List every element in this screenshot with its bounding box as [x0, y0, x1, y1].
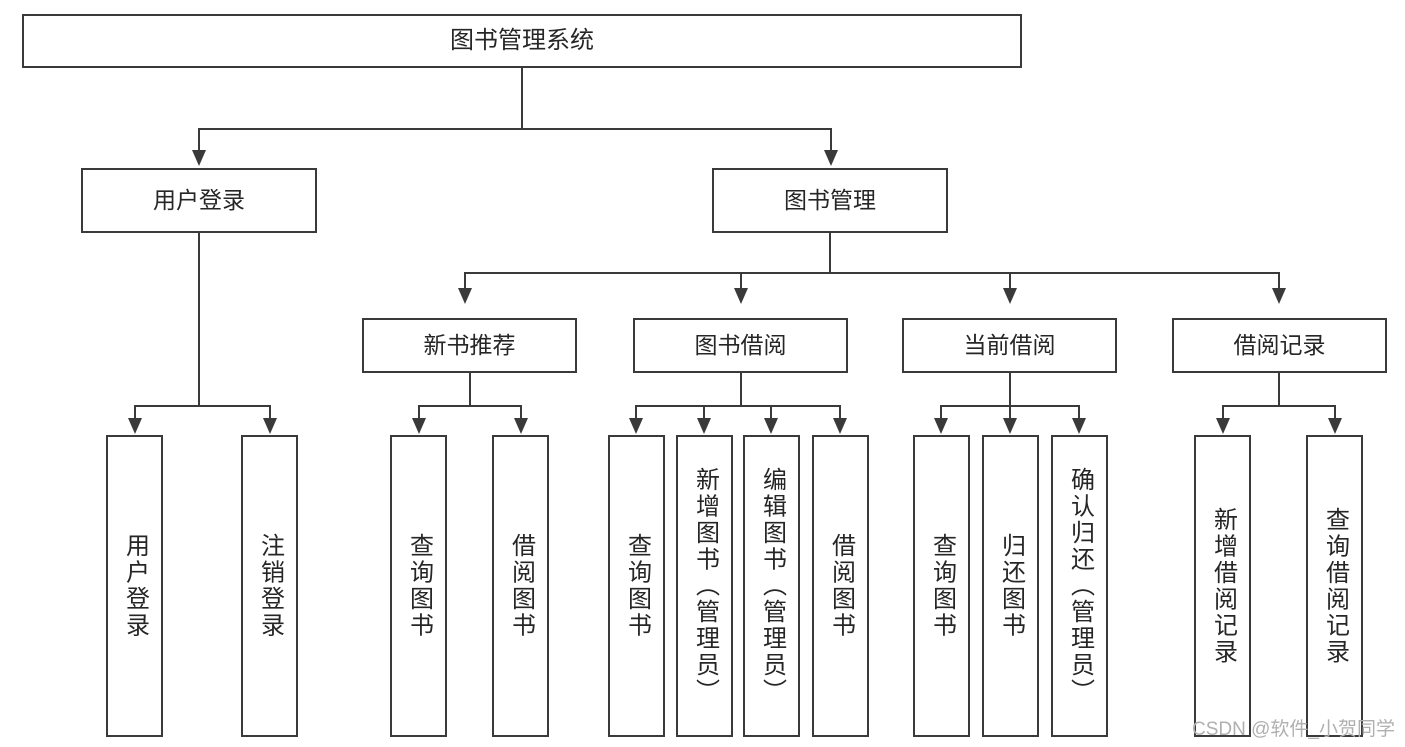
connector-new-book-drop-2: [520, 405, 522, 419]
leaf-new-book-query[interactable]: 查询图书: [390, 435, 447, 737]
node-label: 图书管理: [784, 187, 876, 214]
arrowhead-user-login-leaf-1: [128, 418, 142, 434]
connector-book-borrow-stem: [740, 373, 742, 406]
connector-to-new-book: [464, 272, 466, 289]
connector-book-borrow-bus: [635, 405, 841, 407]
arrowhead-to-book-borrow: [734, 288, 748, 304]
connector-borrow-record-bus: [1222, 405, 1336, 407]
arrowhead-book-borrow-leaf-4: [833, 418, 847, 434]
arrowhead-book-borrow-leaf-3: [764, 418, 778, 434]
arrowhead-borrow-record-leaf-1: [1216, 418, 1230, 434]
node-user-login[interactable]: 用户登录: [81, 168, 317, 233]
arrowhead-to-book-manage: [824, 150, 838, 166]
leaf-borrow-record-query[interactable]: 查询借阅记录: [1306, 435, 1363, 737]
node-label: 查询图书: [928, 533, 956, 639]
connector-user-login-drop-1: [134, 405, 136, 419]
connector-book-borrow-drop-4: [839, 405, 841, 419]
connector-book-borrow-drop-1: [635, 405, 637, 419]
arrowhead-new-book-leaf-2: [514, 418, 528, 434]
leaf-user-login-login[interactable]: 用户登录: [106, 435, 163, 737]
arrowhead-book-borrow-leaf-2: [697, 418, 711, 434]
leaf-current-borrow-return[interactable]: 归还图书: [982, 435, 1039, 737]
connector-current-borrow-stem: [1009, 373, 1011, 406]
connector-user-login-stem: [198, 233, 200, 406]
node-label: 查询图书: [623, 533, 651, 639]
node-label: 新书推荐: [423, 332, 516, 359]
connector-book-borrow-drop-3: [770, 405, 772, 419]
node-label: 确认归还（管理员）: [1066, 467, 1094, 705]
connector-to-borrow-record: [1278, 272, 1280, 289]
leaf-current-borrow-confirm[interactable]: 确认归还（管理员）: [1051, 435, 1108, 737]
leaf-book-borrow-borrow[interactable]: 借阅图书: [812, 435, 869, 737]
node-label: 查询借阅记录: [1321, 506, 1349, 666]
arrowhead-current-borrow-leaf-1: [934, 418, 948, 434]
arrowhead-book-borrow-leaf-1: [629, 418, 643, 434]
connector-current-borrow-drop-1: [940, 405, 942, 419]
node-label: 借阅记录: [1233, 332, 1326, 359]
connector-current-borrow-drop-3: [1078, 405, 1080, 419]
node-label: 用户登录: [153, 187, 245, 214]
leaf-borrow-record-add[interactable]: 新增借阅记录: [1194, 435, 1251, 737]
node-borrow-record[interactable]: 借阅记录: [1172, 318, 1387, 373]
arrowhead-to-user-login: [192, 150, 206, 166]
arrowhead-to-borrow-record: [1272, 288, 1286, 304]
arrowhead-borrow-record-leaf-2: [1328, 418, 1342, 434]
node-label: 编辑图书（管理员）: [758, 467, 786, 705]
node-label: 新增借阅记录: [1209, 506, 1237, 666]
arrowhead-current-borrow-leaf-3: [1072, 418, 1086, 434]
arrowhead-user-login-leaf-2: [263, 418, 277, 434]
node-current-borrow[interactable]: 当前借阅: [902, 318, 1117, 373]
node-label: 图书借阅: [694, 332, 787, 359]
node-book-manage[interactable]: 图书管理: [712, 168, 948, 233]
node-label: 用户登录: [121, 533, 149, 639]
arrowhead-new-book-leaf-1: [412, 418, 426, 434]
node-label: 图书管理系统: [450, 27, 594, 55]
connector-borrow-record-drop-1: [1222, 405, 1224, 419]
leaf-book-borrow-add[interactable]: 新增图书（管理员）: [676, 435, 733, 737]
node-label: 注销登录: [256, 533, 284, 639]
node-label: 借阅图书: [507, 533, 535, 639]
arrowhead-to-new-book: [458, 288, 472, 304]
leaf-book-borrow-query[interactable]: 查询图书: [608, 435, 665, 737]
leaf-new-book-borrow[interactable]: 借阅图书: [492, 435, 549, 737]
connector-user-login-bus: [134, 405, 271, 407]
connector-level2-bus: [198, 128, 832, 130]
node-book-borrow[interactable]: 图书借阅: [633, 318, 848, 373]
connector-level3-bus: [464, 272, 1280, 274]
arrowhead-current-borrow-leaf-2: [1003, 418, 1017, 434]
connector-to-book-borrow: [740, 272, 742, 289]
connector-to-user-login: [198, 128, 200, 151]
arrowhead-to-current-borrow: [1003, 288, 1017, 304]
connector-to-book-manage: [830, 128, 832, 151]
connector-borrow-record-drop-2: [1334, 405, 1336, 419]
node-label: 借阅图书: [827, 533, 855, 639]
connector-new-book-stem: [469, 373, 471, 406]
leaf-current-borrow-query[interactable]: 查询图书: [913, 435, 970, 737]
node-label: 查询图书: [405, 533, 433, 639]
connector-to-current-borrow: [1009, 272, 1011, 289]
node-root-system[interactable]: 图书管理系统: [22, 14, 1022, 68]
node-label: 新增图书（管理员）: [691, 467, 719, 705]
node-new-book-recommend[interactable]: 新书推荐: [362, 318, 577, 373]
leaf-user-login-logout[interactable]: 注销登录: [241, 435, 298, 737]
connector-new-book-bus: [418, 405, 522, 407]
connector-current-borrow-drop-2: [1009, 405, 1011, 419]
node-label: 当前借阅: [963, 332, 1056, 359]
node-label: 归还图书: [997, 533, 1025, 639]
connector-borrow-record-stem: [1278, 373, 1280, 406]
connector-new-book-drop-1: [418, 405, 420, 419]
leaf-book-borrow-edit[interactable]: 编辑图书（管理员）: [743, 435, 800, 737]
connector-user-login-drop-2: [269, 405, 271, 419]
connector-root-stem: [521, 68, 523, 129]
connector-book-manage-stem: [829, 233, 831, 273]
connector-book-borrow-drop-2: [703, 405, 705, 419]
